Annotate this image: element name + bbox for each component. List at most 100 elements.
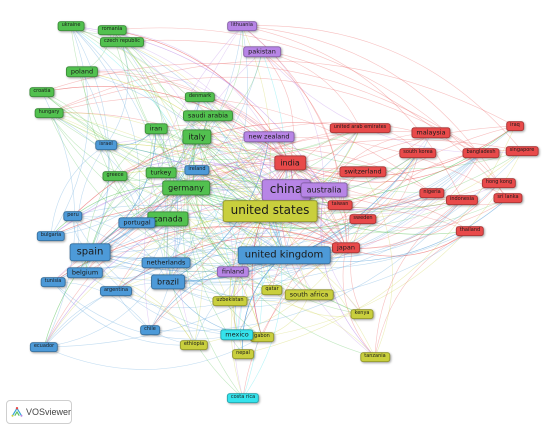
link-line — [72, 136, 270, 218]
node-bulgaria[interactable]: bulgaria — [36, 231, 66, 241]
link-line — [105, 143, 271, 212]
node-malaysia[interactable]: malaysia — [411, 127, 451, 139]
node-ireland[interactable]: ireland — [184, 165, 210, 175]
link-line — [289, 162, 463, 208]
link-line — [167, 281, 310, 307]
node-uzbekistan[interactable]: uzbekistan — [212, 296, 248, 306]
node-turkey[interactable]: turkey — [145, 167, 177, 179]
node-united-states[interactable]: united states — [222, 200, 318, 222]
node-ethiopia[interactable]: ethiopia — [179, 340, 209, 350]
node-gabon[interactable]: gabon — [250, 332, 274, 342]
node-spain[interactable]: spain — [69, 243, 111, 261]
link-line — [70, 25, 310, 296]
node-peru[interactable]: peru — [63, 211, 83, 221]
node-united-kingdom[interactable]: united kingdom — [237, 246, 331, 264]
link-line — [241, 25, 523, 152]
node-netherlands[interactable]: netherlands — [141, 257, 191, 269]
link-line — [289, 152, 482, 183]
node-hungary[interactable]: hungary — [34, 108, 64, 118]
link-line — [345, 230, 471, 257]
node-singapore[interactable]: singapore — [505, 146, 539, 156]
node-new-zealand[interactable]: new zealand — [243, 131, 295, 143]
link-line — [196, 136, 325, 191]
link-line — [72, 215, 238, 336]
node-saudi-arabia[interactable]: saudi arabia — [182, 110, 234, 122]
node-pakistan[interactable]: pakistan — [243, 46, 281, 58]
link-line — [149, 199, 463, 332]
node-australia[interactable]: australia — [300, 182, 348, 198]
link-line — [89, 128, 157, 253]
link-line — [229, 199, 463, 302]
node-taiwan[interactable]: taiwan — [327, 200, 353, 210]
node-united-arab-emirates[interactable]: united arab emirates — [329, 123, 391, 133]
link-line — [50, 144, 107, 237]
node-tanzania[interactable]: tanzania — [360, 352, 390, 362]
link-line — [174, 25, 243, 346]
node-japan[interactable]: japan — [331, 242, 361, 254]
node-czech-republic[interactable]: czech republic — [99, 37, 145, 47]
node-south-korea[interactable]: south korea — [399, 148, 437, 158]
node-germany[interactable]: germany — [162, 180, 210, 196]
node-ecuador[interactable]: ecuador — [29, 342, 59, 352]
link-line — [271, 204, 341, 291]
node-denmark[interactable]: denmark — [184, 92, 216, 102]
node-chile[interactable]: chile — [140, 325, 160, 335]
node-portugal[interactable]: portugal — [118, 217, 156, 229]
node-greece[interactable]: greece — [102, 171, 128, 181]
link-line — [196, 136, 463, 210]
node-croatia[interactable]: croatia — [29, 87, 55, 97]
node-lithuania[interactable]: lithuania — [227, 21, 257, 31]
node-romania[interactable]: romania — [97, 25, 127, 35]
link-line — [111, 29, 433, 194]
link-line — [155, 127, 361, 155]
node-switzerland[interactable]: switzerland — [339, 166, 387, 178]
link-line — [196, 136, 471, 235]
link-line — [48, 60, 516, 127]
link-line — [155, 128, 285, 256]
node-mexico[interactable]: mexico — [220, 329, 254, 341]
node-poland[interactable]: poland — [65, 66, 99, 78]
node-ukraine[interactable]: ukraine — [57, 21, 85, 31]
node-south-africa[interactable]: south africa — [284, 289, 334, 301]
node-iraq[interactable]: iraq — [506, 121, 524, 131]
node-italy[interactable]: italy — [182, 129, 212, 145]
node-israel[interactable]: israel — [95, 140, 117, 150]
link-line — [48, 112, 271, 212]
node-sweden[interactable]: sweden — [349, 214, 377, 224]
link-line — [89, 210, 271, 259]
link-line — [115, 290, 195, 346]
link-line — [199, 96, 347, 249]
node-thailand[interactable]: thailand — [455, 226, 485, 236]
link-line — [196, 136, 285, 256]
link-line — [261, 51, 523, 154]
link-line — [121, 41, 164, 174]
link-line — [155, 128, 273, 291]
link-line — [105, 41, 129, 146]
node-indonesia[interactable]: indonesia — [445, 195, 479, 205]
node-belgium[interactable]: belgium — [66, 267, 104, 279]
link-line — [185, 187, 364, 229]
link-line — [111, 27, 500, 184]
link-line — [43, 152, 419, 348]
node-argentina[interactable]: argentina — [99, 286, 133, 296]
vosviewer-logo: VOSviewer — [6, 400, 72, 424]
node-brazil[interactable]: brazil — [151, 274, 185, 290]
node-nigeria[interactable]: nigeria — [419, 188, 445, 198]
node-iran[interactable]: iran — [144, 123, 168, 135]
node-qatar[interactable]: qatar — [261, 285, 283, 295]
node-india[interactable]: india — [274, 155, 306, 171]
node-costa-rica[interactable]: costa rica — [226, 393, 260, 403]
link-line — [115, 290, 195, 346]
node-sri-lanka[interactable]: sri lanka — [493, 193, 523, 203]
link-line — [350, 218, 364, 315]
link-line — [289, 125, 516, 176]
node-kenya[interactable]: kenya — [350, 309, 374, 319]
node-tunisia[interactable]: tunisia — [40, 277, 66, 287]
link-line — [41, 91, 463, 213]
node-finland[interactable]: finland — [216, 266, 250, 278]
node-bangladesh[interactable]: bangladesh — [462, 148, 500, 158]
node-nepal[interactable]: nepal — [232, 349, 254, 359]
node-hong-kong[interactable]: hong kong — [481, 178, 517, 188]
link-line — [167, 152, 482, 284]
link-line — [72, 205, 285, 256]
